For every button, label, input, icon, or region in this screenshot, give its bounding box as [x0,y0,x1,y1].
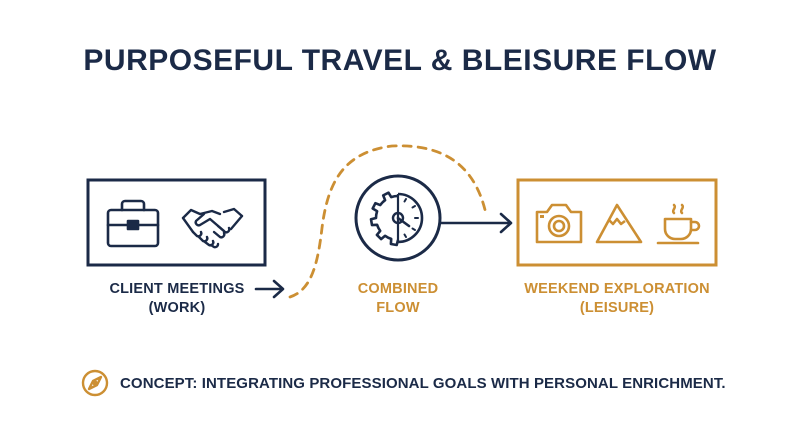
work-label-line2: (WORK) [148,300,206,316]
leisure-label-line1: WEEKEND EXPLORATION [524,281,710,297]
gear-half [369,191,400,247]
diagram-title: PURPOSEFUL TRAVEL & BLEISURE FLOW [83,44,717,77]
concept-line: CONCEPT: INTEGRATING PROFESSIONAL GOALS … [80,368,726,398]
work-label-line1: CLIENT MEETINGS [109,281,245,297]
camera-icon [535,203,583,244]
combined-to-leisure-arrow [439,212,513,234]
leisure-label-line2: (LEISURE) [579,300,655,316]
work-box [86,178,267,267]
briefcase-icon [106,199,160,248]
coffee-cup-icon [656,203,701,245]
leisure-box [516,178,718,267]
work-arrow [254,279,285,299]
mountain-icon [595,203,643,244]
combined-label-line2: FLOW [376,300,420,316]
combined-circle [354,174,442,262]
clock-half [397,192,424,244]
combined-label-line1: COMBINED [357,281,439,297]
compass-icon [81,369,109,397]
combined-label: COMBINED FLOW [338,280,458,318]
dashed-flow-path [288,144,488,299]
work-label: CLIENT MEETINGS (WORK) [82,280,272,318]
handshake-icon [181,207,244,249]
gear-clock-icon [369,191,424,247]
leisure-label: WEEKEND EXPLORATION (LEISURE) [507,280,727,318]
concept-text: CONCEPT: INTEGRATING PROFESSIONAL GOALS … [120,374,726,392]
